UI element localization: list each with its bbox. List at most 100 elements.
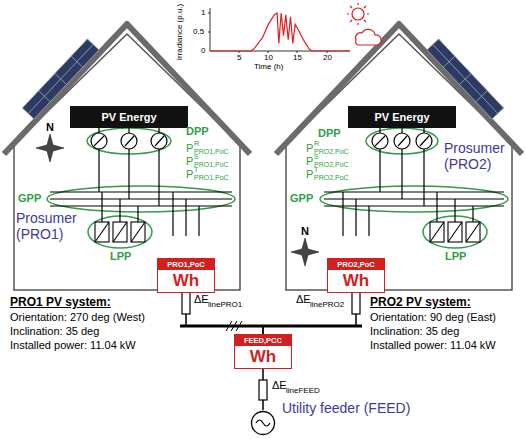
- system-spec: Orientation: 270 deg (West): [10, 312, 145, 323]
- power-symbol: P: [306, 156, 313, 167]
- sun-cloud-icon: [364, 20, 366, 22]
- power-index: PRO1,PoC: [194, 148, 229, 155]
- group-ellipse: [320, 186, 508, 212]
- meter-symbol: [91, 133, 432, 149]
- energy-meter: PRO2,PoCWh: [327, 258, 385, 293]
- sun-cloud-icon: [352, 8, 364, 20]
- system-heading: PRO2 PV system:: [370, 296, 471, 308]
- power-index: R: [194, 140, 199, 147]
- system-spec: Orientation: 90 deg (East): [370, 312, 496, 323]
- sun-cloud-icon: [367, 13, 369, 14]
- sun-cloud-icon: [350, 20, 352, 22]
- loss-index: linePRO1: [208, 301, 242, 309]
- resistor-symbol: [259, 380, 267, 400]
- source-symbol: [250, 410, 276, 436]
- loss-index: lineFEED: [286, 387, 320, 395]
- node-title: Prosumer (PRO2): [444, 140, 512, 172]
- sun-cloud-icon: [347, 13, 349, 14]
- power-symbol: P: [186, 143, 193, 154]
- box-title: PV Energy: [70, 106, 188, 128]
- axis-tick: 20: [323, 54, 332, 62]
- axis-title: Irradiance (p.u.): [176, 0, 184, 67]
- irradiance-chart: [297, 51, 298, 53]
- power-index: PRO1,PoC: [194, 174, 229, 181]
- resistor-symbol: [182, 292, 360, 400]
- meter-unit: Wh: [235, 346, 291, 368]
- loss-symbol: ΔE: [296, 294, 311, 305]
- compass: [36, 134, 319, 266]
- group-ellipse: [47, 128, 508, 248]
- meter-name: PRO2,PoC: [328, 259, 384, 270]
- sun-cloud-icon: [350, 6, 352, 8]
- power-symbol: P: [186, 156, 193, 167]
- sun-cloud-icon: [357, 23, 358, 25]
- irradiance-chart: [210, 13, 350, 51]
- axis-tick: 1: [201, 9, 205, 17]
- system-heading: PRO1 PV system:: [10, 296, 111, 308]
- axis-tick: Time (h): [254, 63, 283, 71]
- sun-cloud-icon: [347, 3, 381, 45]
- power-symbol: P: [186, 169, 193, 180]
- power-symbol: P: [306, 169, 313, 180]
- power-index: PRO2,PoC: [314, 161, 349, 168]
- house-wiring: [355, 199, 356, 236]
- source-circle: [252, 412, 275, 435]
- house-wiring: [472, 206, 473, 222]
- house-wiring: [324, 191, 504, 192]
- group-label: DPP: [318, 128, 341, 139]
- house-wiring: [198, 206, 199, 236]
- node-title: Prosumer (PRO1): [16, 210, 88, 242]
- sun-cloud-icon: [357, 3, 358, 5]
- house-wiring: [436, 192, 437, 222]
- house-wiring: [185, 199, 186, 236]
- power-index: R: [314, 140, 319, 147]
- inverter-symbol: [95, 222, 480, 242]
- house-wiring: [454, 199, 455, 222]
- house-wiring: [172, 192, 173, 236]
- axis-tick: 15: [293, 54, 302, 62]
- system-spec: Inclination: 35 deg: [370, 326, 459, 337]
- energy-meter: PRO1,PoCWh: [157, 258, 215, 293]
- node-title: Utility feeder (FEED): [282, 400, 412, 416]
- compass-north: N: [301, 226, 309, 237]
- inverter-symbol: [95, 222, 480, 242]
- resistor-symbol: [352, 292, 360, 314]
- solar-panel: [28, 45, 93, 114]
- utility-source: Utility feeder (FEED): [250, 410, 276, 436]
- compass: [291, 238, 319, 266]
- compass-north: N: [46, 122, 54, 133]
- pv-energy-box: PV Energy: [348, 106, 456, 128]
- house-wiring: [324, 198, 504, 199]
- connector-wire: [186, 293, 263, 334]
- house-wiring: [50, 191, 232, 192]
- power-symbol: P: [306, 143, 313, 154]
- energy-meter: FEED,PCCWh: [234, 334, 292, 369]
- compass: [36, 134, 64, 162]
- system-spec: Installed power: 11.04 kW: [10, 340, 136, 351]
- house-wiring: [368, 206, 369, 236]
- house-shell: [14, 34, 240, 290]
- group-label: GPP: [18, 193, 41, 204]
- loss-index: linePRO2: [310, 301, 344, 309]
- house-wiring: [50, 205, 232, 206]
- house-wiring: [119, 199, 120, 222]
- axis-tick: 10: [264, 54, 273, 62]
- axis-tick: 0.5: [193, 28, 204, 36]
- house-wiring: [50, 198, 232, 199]
- house-shell: [4, 24, 250, 154]
- meter-unit: Wh: [158, 270, 214, 292]
- loss-symbol: ΔE: [194, 294, 209, 305]
- power-index: PRO2,PoC: [314, 174, 349, 181]
- irradiance-chart: [208, 13, 210, 14]
- group-label: LPP: [110, 251, 131, 262]
- axis-tick: 0: [201, 47, 205, 55]
- meter-symbol: [94, 136, 429, 146]
- power-index: PRO2,PoC: [314, 148, 349, 155]
- group-label: DPP: [186, 126, 209, 137]
- meter-unit: Wh: [328, 270, 384, 292]
- loss-symbol: ΔE: [272, 380, 287, 391]
- group-label: GPP: [290, 193, 313, 204]
- system-spec: Installed power: 11.04 kW: [370, 340, 496, 351]
- power-index: T: [314, 166, 318, 173]
